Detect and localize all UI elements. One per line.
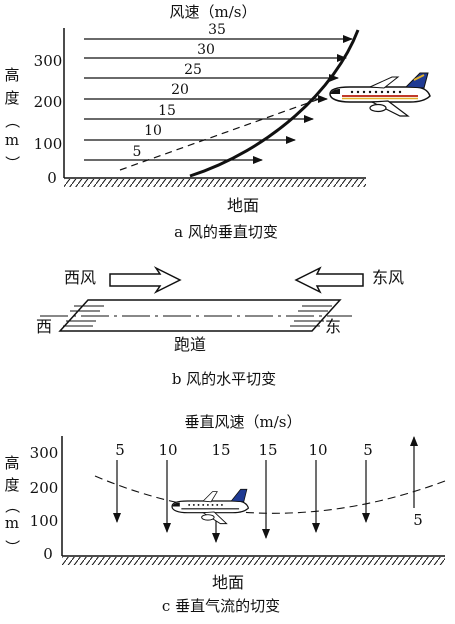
- height-label-char-2: 度: [4, 89, 19, 107]
- c-y-tick-200: 200: [30, 479, 59, 497]
- airplane-icon-c: [171, 488, 250, 525]
- runway-edge-marks: [63, 305, 332, 327]
- height-axis-label-c: 高 度 （ m ）: [3, 454, 21, 555]
- height-label-c-unit: m: [5, 514, 19, 532]
- height-label-paren-close: ）: [3, 155, 21, 170]
- speed-label-30: 30: [197, 42, 215, 58]
- caption-a: a 风的垂直切变: [174, 223, 278, 241]
- panel-a-vertical-wind-shear: 风速（m/s） 高 度 （ m ） 300 200 100 0 35: [3, 3, 431, 241]
- c-speed-label-6: 5: [363, 441, 373, 459]
- height-axis-label: 高 度 （ m ）: [3, 66, 21, 171]
- height-label-c-char-2: 度: [4, 476, 19, 494]
- speed-label-35: 35: [208, 22, 226, 38]
- caption-b: b 风的水平切变: [172, 370, 276, 388]
- ground-label: 地面: [227, 196, 259, 215]
- height-label-paren-open: （: [3, 113, 21, 128]
- wind-profile-arrows: [84, 35, 353, 164]
- wind-profile-curve: [189, 29, 360, 178]
- vertical-wind-speed-label: 垂直风速（m/s）: [185, 413, 302, 431]
- c-ground-label: 地面: [212, 573, 244, 592]
- y-tick-300: 300: [34, 52, 63, 70]
- caption-c: c 垂直气流的切变: [162, 597, 280, 615]
- speed-label-15: 15: [158, 103, 176, 119]
- c-y-tick-100: 100: [30, 512, 59, 530]
- y-tick-0: 0: [47, 169, 57, 187]
- c-speed-label-5: 10: [308, 441, 327, 459]
- west-wind-arrow-icon: [109, 266, 182, 294]
- height-label-c-paren-close: ）: [3, 539, 21, 554]
- west-wind-label: 西风: [64, 268, 96, 287]
- c-speed-label-7: 5: [413, 511, 423, 529]
- c-speed-label-4: 15: [258, 441, 277, 459]
- west-label: 西: [36, 317, 52, 336]
- c-y-tick-300: 300: [30, 444, 59, 462]
- ground-hatch: [64, 179, 366, 187]
- east-wind-arrow-icon: [294, 266, 364, 294]
- height-label-char-1: 高: [4, 66, 19, 84]
- y-tick-200: 200: [34, 93, 63, 111]
- panel-c-vertical-airflow-shear: 垂直风速（m/s） 高 度 （ m ） 300 200 100 0 5 10: [3, 413, 446, 615]
- y-tick-100: 100: [34, 135, 63, 153]
- c-y-tick-0: 0: [43, 545, 53, 563]
- wind-speed-label: 风速（m/s）: [170, 3, 257, 21]
- east-label: 东: [325, 317, 341, 336]
- panel-b-horizontal-wind-shear: 西风 东风 西 东 跑道 b 风的水平切变: [36, 266, 404, 388]
- airplane-icon: [329, 72, 431, 117]
- height-label-c-paren-open: （: [3, 498, 21, 513]
- runway-label: 跑道: [174, 335, 206, 354]
- c-speed-label-3: 15: [211, 441, 230, 459]
- height-label-unit: m: [5, 131, 19, 149]
- speed-label-5: 5: [133, 144, 142, 160]
- c-ground-hatch: [62, 557, 445, 565]
- speed-label-20: 20: [171, 82, 189, 98]
- height-label-c-char-1: 高: [4, 454, 19, 472]
- speed-label-25: 25: [184, 62, 202, 78]
- speed-label-10: 10: [144, 123, 162, 139]
- c-speed-label-1: 5: [115, 441, 125, 459]
- c-speed-label-2: 10: [158, 441, 177, 459]
- east-wind-label: 东风: [372, 268, 404, 287]
- vertical-airflow-arrows: [113, 436, 418, 543]
- c-flight-path: [94, 475, 446, 514]
